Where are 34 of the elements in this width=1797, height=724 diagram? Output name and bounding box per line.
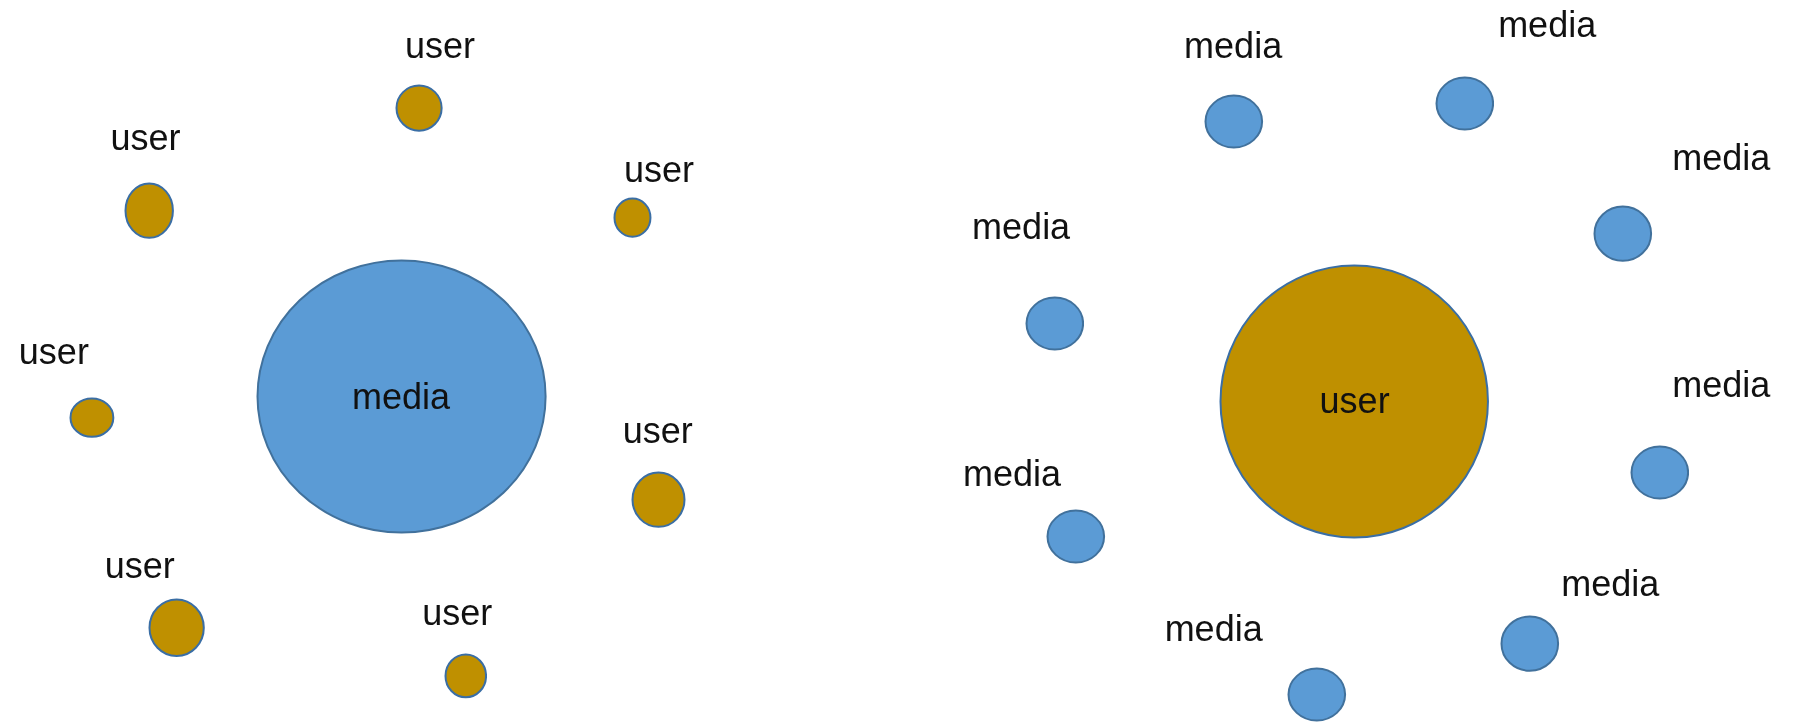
circle-label: media [1672,137,1771,180]
circle-label: user [104,545,175,588]
circle-label: media [962,453,1061,496]
circle [1629,444,1690,500]
circle-label: media [1561,563,1660,606]
circle [68,396,115,438]
circle [1024,295,1085,351]
circle [1204,93,1265,149]
circle [1219,263,1490,539]
circle [1500,615,1560,673]
circle [631,471,687,529]
circle [147,598,206,658]
circle [123,182,175,240]
circle-label: media [1498,4,1597,47]
circle-label: user [18,330,89,373]
circle-label: user [422,592,493,635]
circle-label: user [1319,380,1390,423]
circle-label: media [972,205,1071,248]
circle [443,653,488,700]
circle [613,197,653,239]
circle-label: user [622,409,693,452]
circle [255,259,547,535]
circle [395,83,444,132]
circle-label: user [623,148,694,191]
circle-label: media [1164,608,1263,651]
circle-label: media [1184,24,1283,67]
circle [1593,205,1653,263]
circle-label: media [352,375,451,418]
circle [1434,75,1495,131]
circle [1287,667,1347,722]
circle [1046,508,1106,564]
circle-label: media [1672,364,1771,407]
circle-label: user [405,24,476,67]
circle-label: user [110,116,181,159]
